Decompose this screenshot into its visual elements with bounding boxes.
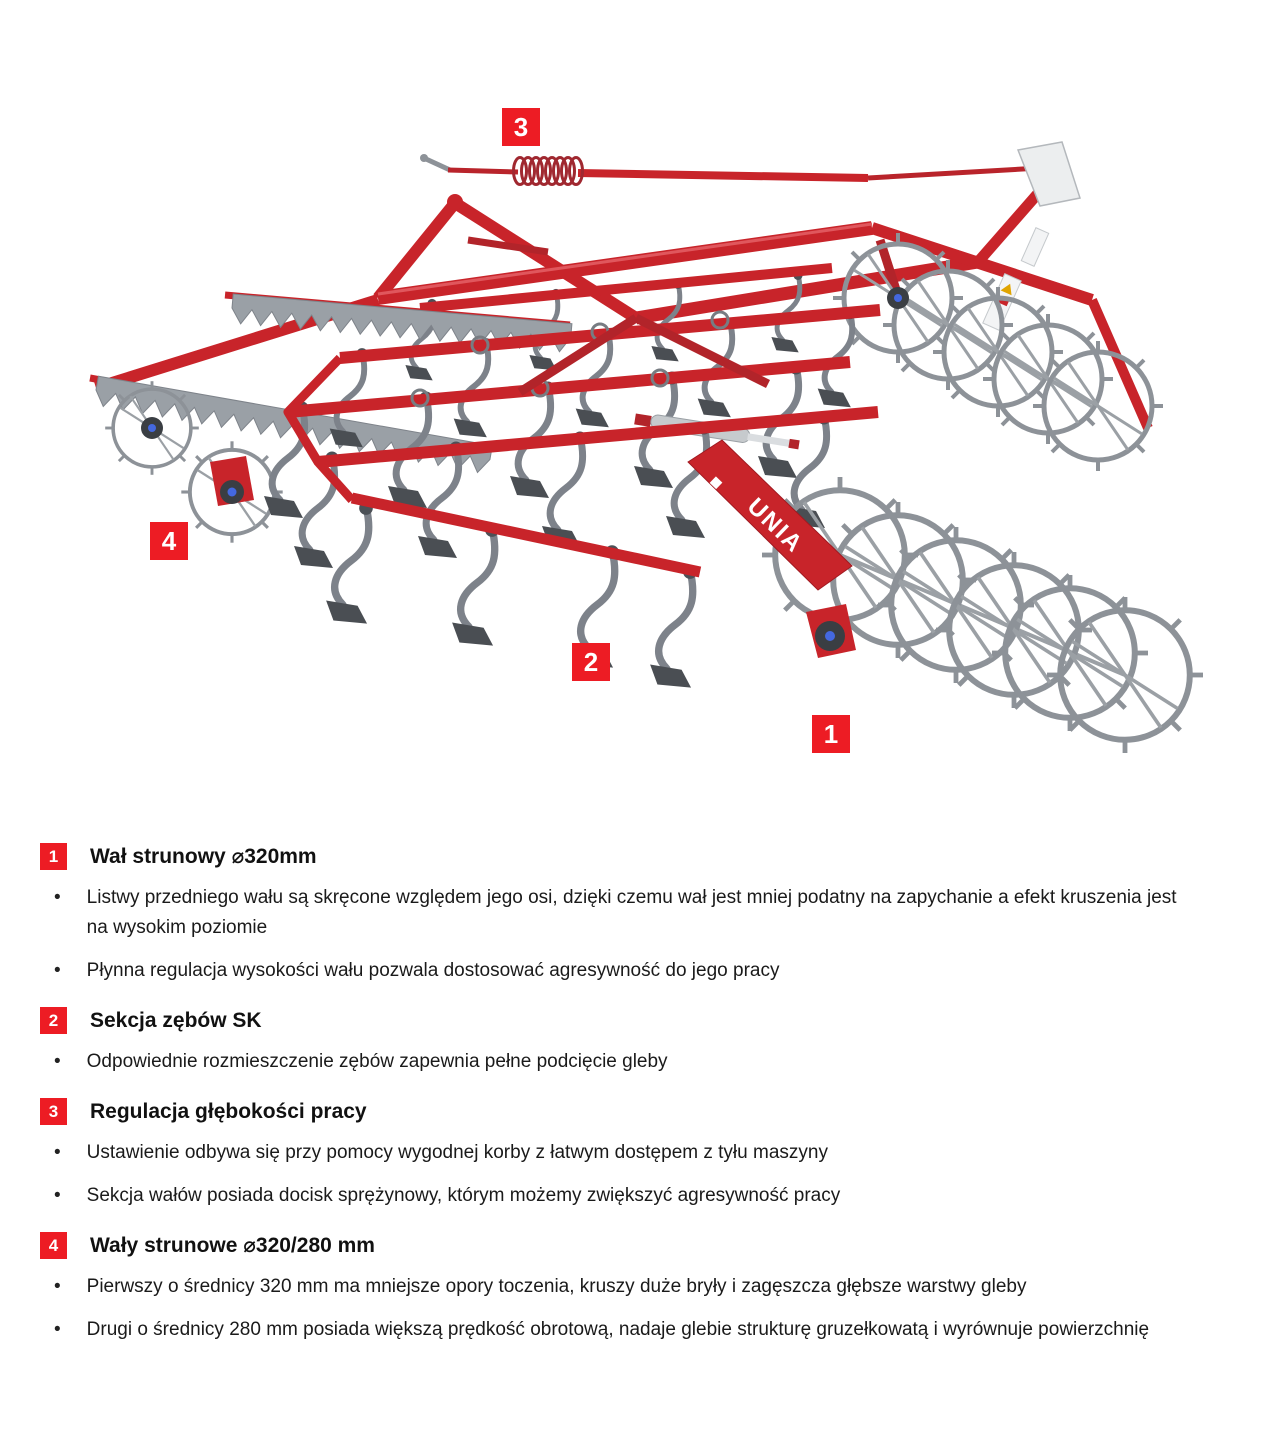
rear-roller <box>833 233 1163 471</box>
legend-item-4: 4 Wały strunowe ⌀320/280 mm • Pierwszy o… <box>40 1232 1242 1345</box>
legend-bullet-text: Odpowiednie rozmieszczenie zębów zapewni… <box>86 1051 668 1072</box>
bullet-dot: • <box>54 887 61 908</box>
string-roller-bars <box>89 291 573 545</box>
legend: 1 Wał strunowy ⌀320mm • Listwy przednieg… <box>0 820 1280 1345</box>
depth-crank-rod <box>420 154 1041 186</box>
bullet-dot: • <box>54 1185 61 1206</box>
bullet-dot: • <box>54 1051 61 1072</box>
legend-bullet-text: Listwy przedniego wału są skręcone wzglę… <box>86 887 1177 938</box>
bullet-dot: • <box>54 960 61 981</box>
hitch-mast <box>1016 141 1081 207</box>
callout-1: 1 <box>812 715 850 753</box>
legend-badge-2: 2 <box>40 1007 67 1034</box>
legend-bullet: • Listwy przedniego wału są skręcone wzg… <box>54 883 1242 943</box>
machine-illustration: UNIA <box>89 141 1280 820</box>
callout-4: 4 <box>150 522 188 560</box>
legend-badge-1: 1 <box>40 843 67 870</box>
callout-2: 2 <box>572 643 610 681</box>
legend-bullet-text: Pierwszy o średnicy 320 mm ma mniejsze o… <box>86 1276 1027 1297</box>
front-roller-hub <box>806 604 856 658</box>
legend-title-2: Sekcja zębów SK <box>90 1008 262 1032</box>
legend-badge-3: 3 <box>40 1098 67 1125</box>
bullet-dot: • <box>54 1276 61 1297</box>
legend-bullet-text: Drugi o średnicy 280 mm posiada większą … <box>86 1319 1150 1340</box>
legend-bullet: • Pierwszy o średnicy 320 mm ma mniejsze… <box>54 1272 1242 1302</box>
tension-spring <box>512 156 584 186</box>
legend-item-1: 1 Wał strunowy ⌀320mm • Listwy przednieg… <box>40 843 1242 986</box>
bullet-dot: • <box>54 1142 61 1163</box>
main-frame <box>94 221 1153 431</box>
machine-stage: UNIA 1 2 3 4 <box>89 108 1280 820</box>
hitch-frame <box>373 141 1081 325</box>
legend-title-3: Regulacja głębokości pracy <box>90 1099 367 1123</box>
legend-badge-4: 4 <box>40 1232 67 1259</box>
legend-bullet-text: Płynna regulacja wysokości wału pozwala … <box>86 960 780 981</box>
legend-item-2: 2 Sekcja zębów SK • Odpowiednie rozmiesz… <box>40 1007 1242 1077</box>
legend-bullet: • Płynna regulacja wysokości wału pozwal… <box>54 956 1242 986</box>
legend-bullet-text: Ustawienie odbywa się przy pomocy wygodn… <box>86 1142 828 1163</box>
legend-item-3: 3 Regulacja głębokości pracy • Ustawieni… <box>40 1098 1242 1211</box>
legend-bullet: • Ustawienie odbywa się przy pomocy wygo… <box>54 1138 1242 1168</box>
front-roller <box>762 477 1203 753</box>
legend-bullet-text: Sekcja wałów posiada docisk sprężynowy, … <box>86 1185 841 1206</box>
legend-bullet: • Drugi o średnicy 280 mm posiada większ… <box>54 1315 1242 1345</box>
legend-bullet: • Sekcja wałów posiada docisk sprężynowy… <box>54 1181 1242 1211</box>
legend-title-1: Wał strunowy ⌀320mm <box>90 845 317 868</box>
legend-title-4: Wały strunowe ⌀320/280 mm <box>90 1234 375 1257</box>
warning-sticker <box>1020 227 1050 267</box>
legend-bullet: • Odpowiednie rozmieszczenie zębów zapew… <box>54 1047 1242 1077</box>
callout-3: 3 <box>502 108 540 146</box>
bullet-dot: • <box>54 1319 61 1340</box>
